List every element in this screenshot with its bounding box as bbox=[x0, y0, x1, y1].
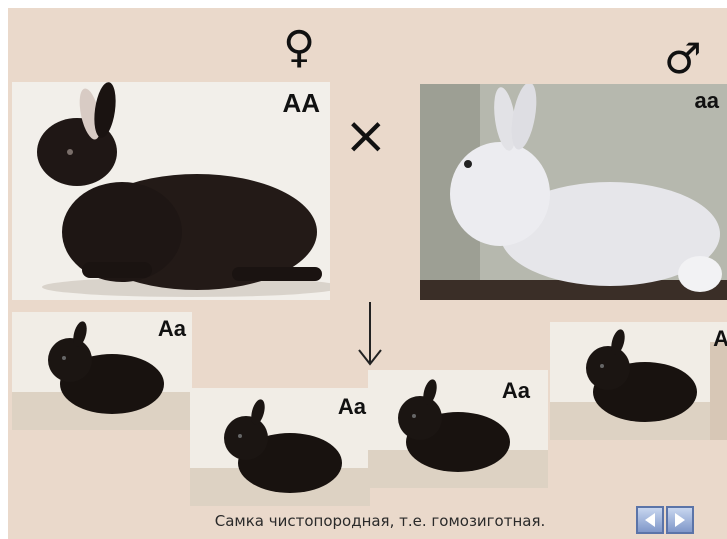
female-parent-photo: AA bbox=[12, 82, 330, 300]
male-symbol: ♂ bbox=[664, 34, 702, 83]
offspring-genotype-3: Aa bbox=[502, 378, 530, 404]
offspring-photo-2: Aa bbox=[190, 388, 370, 506]
left-edge bbox=[0, 0, 8, 539]
arrow-right-icon bbox=[668, 508, 692, 532]
offspring-photo-1: Aa bbox=[12, 312, 192, 430]
male-parent-photo: aa bbox=[420, 84, 727, 300]
cross-symbol: × bbox=[344, 110, 388, 162]
arrow-left-icon bbox=[638, 508, 662, 532]
arrow-down-icon bbox=[356, 300, 384, 368]
top-edge bbox=[0, 0, 727, 8]
white-rabbit-image bbox=[420, 84, 727, 300]
offspring-photo-4: A bbox=[550, 322, 727, 440]
female-genotype: AA bbox=[282, 88, 320, 119]
prev-slide-button[interactable] bbox=[636, 506, 664, 534]
next-slide-button[interactable] bbox=[666, 506, 694, 534]
slide-caption: Самка чистопородная, т.е. гомозиготная. bbox=[150, 512, 610, 530]
male-genotype: aa bbox=[695, 88, 719, 114]
black-bunny-image bbox=[550, 322, 727, 440]
offspring-genotype-1: Aa bbox=[158, 316, 186, 342]
offspring-genotype-2: Aa bbox=[338, 394, 366, 420]
offspring-photo-3: Aa bbox=[368, 370, 548, 488]
offspring-genotype-4: A bbox=[713, 326, 727, 352]
female-symbol: ♀ bbox=[283, 22, 315, 73]
